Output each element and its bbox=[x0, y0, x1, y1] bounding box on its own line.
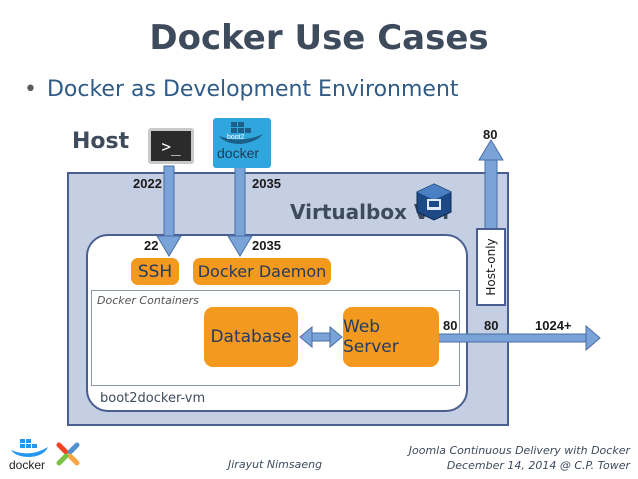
host-only-arrow bbox=[478, 139, 504, 231]
ssh-arrow bbox=[156, 165, 182, 257]
whale-icon bbox=[219, 122, 263, 144]
port-host-out: 1024+ bbox=[535, 318, 572, 333]
daemon-arrow bbox=[227, 165, 253, 257]
boot2docker-small-text: boot2 bbox=[227, 134, 245, 141]
slide-title: Docker Use Cases bbox=[149, 18, 489, 58]
port-host-daemon: 2035 bbox=[252, 176, 281, 191]
web-server-node: Web Server bbox=[343, 307, 439, 367]
host-only-adapter: Host-only bbox=[476, 228, 506, 306]
footer-event-line2: December 14, 2014 @ C.P. Tower bbox=[446, 459, 630, 472]
footer-event: Joomla Continuous Delivery with Docker D… bbox=[392, 443, 630, 473]
outbound-arrow bbox=[435, 324, 601, 352]
database-node: Database bbox=[204, 307, 298, 367]
docker-whale-icon bbox=[11, 439, 48, 457]
port-web-out: 80 bbox=[443, 318, 458, 333]
bullet-item: • Docker as Development Environment bbox=[24, 77, 459, 102]
virtualbox-icon bbox=[416, 183, 452, 221]
ssh-node: SSH bbox=[131, 258, 179, 285]
boot2docker-vm-label: boot2docker-vm bbox=[100, 391, 206, 406]
footer-author: Jirayut Nimsaeng bbox=[228, 458, 323, 471]
docker-daemon-node: Docker Daemon bbox=[193, 258, 331, 285]
docker-footer-logo: docker bbox=[8, 436, 52, 476]
docker-footer-word: docker bbox=[9, 458, 46, 472]
bullet-dot: • bbox=[24, 77, 37, 102]
port-vm-daemon: 2035 bbox=[252, 238, 281, 253]
footer-event-line1: Joomla Continuous Delivery with Docker bbox=[408, 444, 630, 457]
port-host-ssh: 2022 bbox=[133, 176, 162, 191]
port-vm-ssh: 22 bbox=[144, 238, 159, 253]
boot2docker-logo-icon: boot2 docker bbox=[213, 118, 271, 168]
host-label: Host bbox=[72, 129, 130, 154]
port-host-only: 80 bbox=[483, 127, 498, 142]
joomla-logo-icon bbox=[56, 442, 80, 466]
host-only-label: Host-only bbox=[484, 238, 498, 296]
port-vm-out: 80 bbox=[484, 318, 499, 333]
terminal-icon: >_ bbox=[148, 128, 194, 164]
bullet-text: Docker as Development Environment bbox=[46, 77, 459, 102]
docker-containers-label: Docker Containers bbox=[97, 294, 199, 307]
boot2docker-word: docker bbox=[217, 145, 260, 161]
db-web-double-arrow bbox=[299, 325, 343, 349]
